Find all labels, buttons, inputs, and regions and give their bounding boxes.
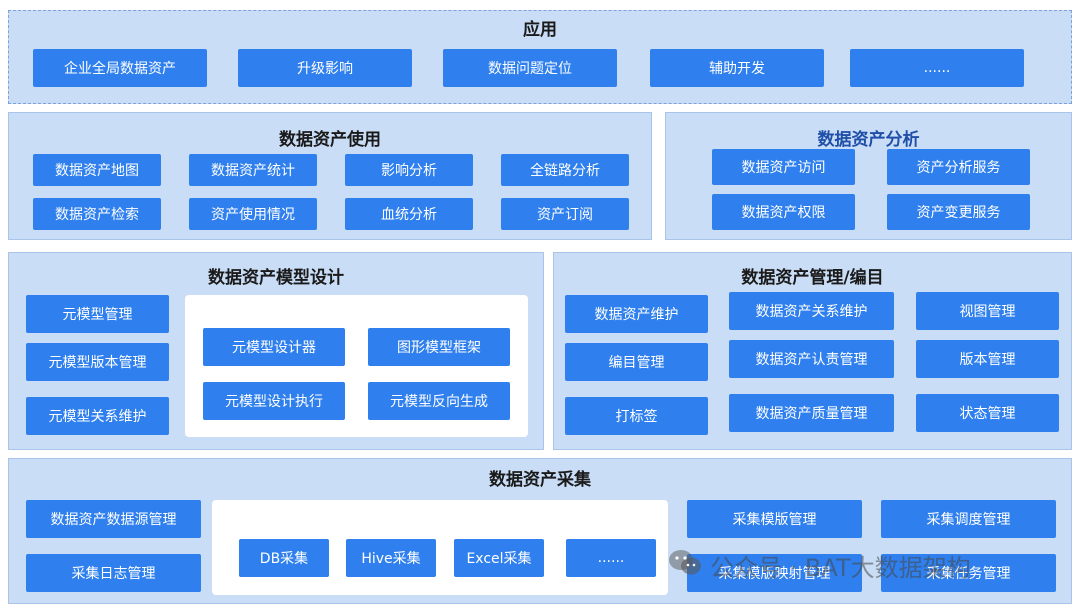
collect-item-task[interactable]: 采集任务管理 (881, 554, 1056, 592)
mgmt-item-asset-maintain[interactable]: 数据资产维护 (565, 295, 708, 333)
analysis-item-asset-permission[interactable]: 数据资产权限 (712, 194, 855, 230)
model-item-graphic-framework[interactable]: 图形模型框架 (368, 328, 510, 366)
app-item-upgrade-impact[interactable]: 升级影响 (238, 49, 412, 87)
app-item-issue-locate[interactable]: 数据问题定位 (443, 49, 617, 87)
collect-inner-container: DB采集 Hive采集 Excel采集 ...... (212, 500, 668, 595)
model-item-meta-version[interactable]: 元模型版本管理 (26, 343, 169, 381)
analysis-item-analysis-service[interactable]: 资产分析服务 (887, 149, 1030, 185)
analysis-item-change-service[interactable]: 资产变更服务 (887, 194, 1030, 230)
mgmt-item-version[interactable]: 版本管理 (916, 340, 1059, 378)
analysis-item-asset-access[interactable]: 数据资产访问 (712, 149, 855, 185)
model-inner-container: 元模型设计器 图形模型框架 元模型设计执行 元模型反向生成 (185, 295, 528, 437)
usage-item-asset-map[interactable]: 数据资产地图 (33, 154, 161, 186)
mgmt-item-view[interactable]: 视图管理 (916, 292, 1059, 330)
asset-analysis-panel: 数据资产分析 数据资产访问 资产分析服务 数据资产权限 资产变更服务 (665, 112, 1072, 240)
app-item-more[interactable]: ...... (850, 49, 1024, 87)
model-item-meta-model[interactable]: 元模型管理 (26, 295, 169, 333)
collect-item-more[interactable]: ...... (566, 539, 656, 577)
application-title: 应用 (523, 20, 557, 40)
mgmt-item-tagging[interactable]: 打标签 (565, 397, 708, 435)
usage-item-asset-subscription[interactable]: 资产订阅 (501, 198, 629, 230)
usage-item-full-link-analysis[interactable]: 全链路分析 (501, 154, 629, 186)
mgmt-item-status[interactable]: 状态管理 (916, 394, 1059, 432)
collect-item-log[interactable]: 采集日志管理 (26, 554, 201, 592)
watermark-text: 公众号 · BAT大数据架构 (710, 554, 971, 582)
mgmt-item-responsibility[interactable]: 数据资产认责管理 (729, 340, 894, 378)
collect-item-datasource[interactable]: 数据资产数据源管理 (26, 500, 201, 538)
model-item-meta-relation[interactable]: 元模型关系维护 (26, 397, 169, 435)
mgmt-item-relation-maintain[interactable]: 数据资产关系维护 (729, 292, 894, 330)
asset-usage-title: 数据资产使用 (279, 130, 381, 150)
model-item-design-exec[interactable]: 元模型设计执行 (203, 382, 345, 420)
asset-model-design-panel: 数据资产模型设计 元模型管理 元模型版本管理 元模型关系维护 元模型设计器 图形… (8, 252, 544, 450)
collect-item-template[interactable]: 采集模版管理 (687, 500, 862, 538)
asset-analysis-title: 数据资产分析 (817, 130, 920, 150)
application-layer: 应用 企业全局数据资产 升级影响 数据问题定位 辅助开发 ...... (8, 10, 1072, 104)
mgmt-item-catalog[interactable]: 编目管理 (565, 343, 708, 381)
app-item-global-assets[interactable]: 企业全局数据资产 (33, 49, 207, 87)
model-item-designer[interactable]: 元模型设计器 (203, 328, 345, 366)
collect-item-excel[interactable]: Excel采集 (454, 539, 544, 577)
asset-collection-title: 数据资产采集 (489, 470, 591, 490)
usage-item-lineage-analysis[interactable]: 血统分析 (345, 198, 473, 230)
app-item-dev-assist[interactable]: 辅助开发 (650, 49, 824, 87)
usage-item-asset-search[interactable]: 数据资产检索 (33, 198, 161, 230)
wechat-icon (668, 549, 710, 583)
mgmt-item-quality[interactable]: 数据资产质量管理 (729, 394, 894, 432)
watermark: 公众号 · BAT大数据架构 (668, 548, 971, 583)
asset-usage-panel: 数据资产使用 数据资产地图 数据资产统计 影响分析 全链路分析 数据资产检索 资… (8, 112, 652, 240)
collect-item-db[interactable]: DB采集 (239, 539, 329, 577)
asset-management-panel: 数据资产管理/编目 数据资产维护 编目管理 打标签 数据资产关系维护 数据资产认… (553, 252, 1072, 450)
asset-collection-panel: 数据资产采集 数据资产数据源管理 采集日志管理 DB采集 Hive采集 Exce… (8, 458, 1072, 604)
collect-item-hive[interactable]: Hive采集 (346, 539, 436, 577)
model-item-reverse-gen[interactable]: 元模型反向生成 (368, 382, 510, 420)
asset-management-title: 数据资产管理/编目 (741, 268, 884, 288)
collect-item-schedule[interactable]: 采集调度管理 (881, 500, 1056, 538)
usage-item-asset-stats[interactable]: 数据资产统计 (189, 154, 317, 186)
usage-item-impact-analysis[interactable]: 影响分析 (345, 154, 473, 186)
collect-item-template-mapping[interactable]: 采集模版映射管理 (687, 554, 862, 592)
asset-model-design-title: 数据资产模型设计 (208, 268, 344, 288)
usage-item-usage-status[interactable]: 资产使用情况 (189, 198, 317, 230)
